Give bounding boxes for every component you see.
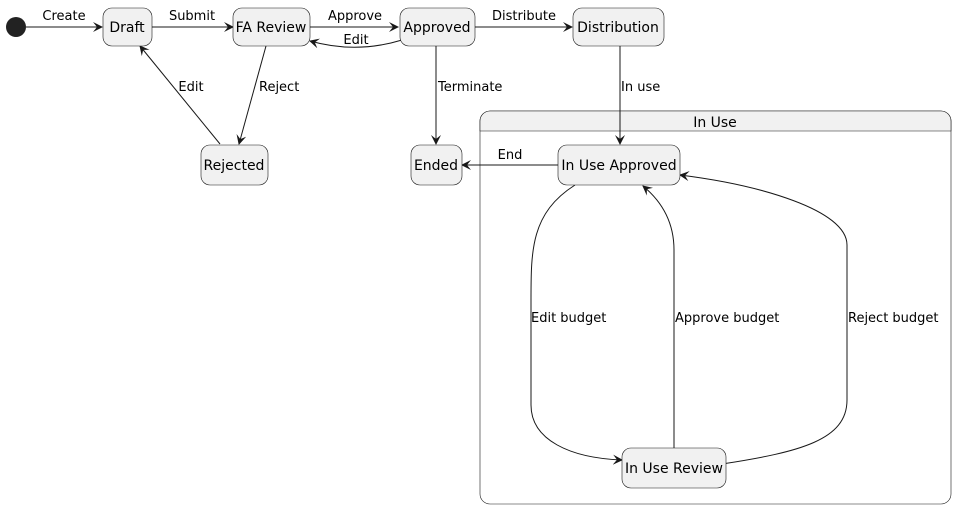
edge-edit-rejected-draft: Edit bbox=[139, 45, 221, 145]
edge-approve: Approve bbox=[310, 9, 399, 32]
edge-reject-budget: Reject budget bbox=[679, 171, 939, 465]
edge-label-create: Create bbox=[42, 9, 85, 24]
state-approved: Approved bbox=[399, 7, 476, 47]
edge-submit: Submit bbox=[152, 9, 234, 32]
edge-label-approve-budget: Approve budget bbox=[675, 311, 779, 326]
edge-reject: Reject bbox=[236, 45, 299, 145]
state-label: Draft bbox=[109, 20, 145, 36]
edge-distribute: Distribute bbox=[475, 9, 573, 32]
state-fa-review: FA Review bbox=[232, 7, 311, 47]
edge-label-reject: Reject bbox=[259, 80, 299, 95]
state-label: Rejected bbox=[204, 158, 265, 174]
state-draft: Draft bbox=[102, 7, 153, 47]
edge-label-terminate: Terminate bbox=[437, 80, 502, 95]
composite-title: In Use bbox=[693, 115, 737, 131]
state-label: Distribution bbox=[577, 20, 659, 36]
edge-end: End bbox=[461, 148, 558, 170]
edge-in-use: In use bbox=[615, 46, 660, 145]
state-label: In Use Review bbox=[625, 461, 723, 477]
state-in-use-approved: In Use Approved bbox=[557, 144, 681, 186]
edge-edit-budget: Edit budget bbox=[530, 184, 623, 465]
edge-label-approve: Approve bbox=[328, 9, 382, 24]
state-label: FA Review bbox=[236, 20, 307, 36]
edge-label-edit: Edit bbox=[178, 80, 203, 95]
initial-state-dot bbox=[6, 17, 26, 37]
edge-label-reject-budget: Reject budget bbox=[848, 311, 939, 326]
edge-label-distribute: Distribute bbox=[492, 9, 556, 24]
state-distribution: Distribution bbox=[572, 7, 665, 47]
edge-label-edit-budget: Edit budget bbox=[531, 311, 606, 326]
edge-label-edit-back: Edit bbox=[343, 33, 368, 48]
composite-in-use: In Use bbox=[479, 110, 952, 505]
state-label: Approved bbox=[403, 20, 470, 36]
edge-terminate: Terminate bbox=[431, 46, 502, 145]
state-label: Ended bbox=[414, 158, 458, 174]
edge-label-end: End bbox=[498, 148, 523, 163]
edge-create: Create bbox=[26, 9, 103, 32]
state-rejected: Rejected bbox=[200, 144, 269, 186]
state-ended: Ended bbox=[410, 144, 463, 186]
state-label: In Use Approved bbox=[561, 158, 676, 174]
edge-label-submit: Submit bbox=[169, 9, 215, 24]
edge-approve-budget: Approve budget bbox=[642, 185, 779, 448]
state-in-use-review: In Use Review bbox=[621, 447, 727, 489]
edge-label-in-use: In use bbox=[621, 80, 660, 95]
edge-edit-back: Edit bbox=[309, 33, 403, 49]
